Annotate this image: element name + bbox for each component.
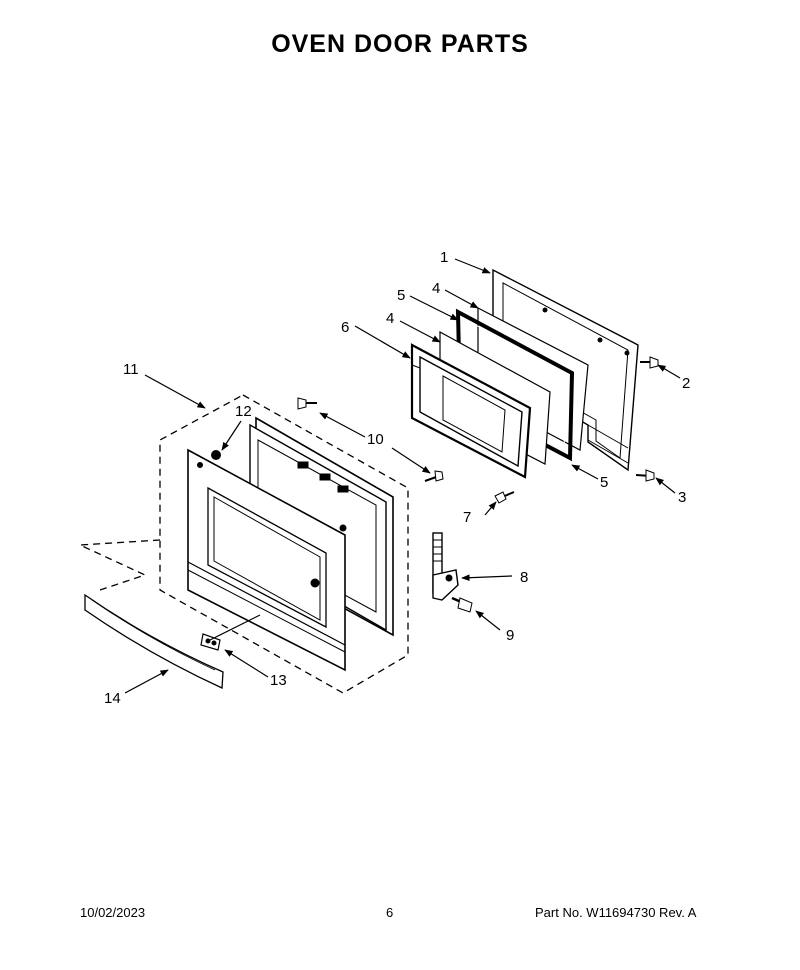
page-title: OVEN DOOR PARTS bbox=[271, 30, 529, 58]
handle-part bbox=[84, 593, 224, 689]
screw-part-3 bbox=[635, 469, 655, 482]
screw-part-10-top bbox=[297, 397, 317, 410]
screw-part-7 bbox=[494, 491, 515, 504]
callout-3: 3 bbox=[678, 489, 686, 506]
door-assembly-outline bbox=[79, 394, 409, 694]
callout-12: 12 bbox=[235, 403, 252, 420]
screw-part-9 bbox=[451, 596, 473, 613]
screw-part-2 bbox=[640, 356, 659, 369]
callout-10: 10 bbox=[367, 431, 384, 448]
callout-7: 7 bbox=[463, 509, 471, 526]
screw-part-10-bottom bbox=[424, 470, 444, 482]
callout-5-top: 5 bbox=[397, 287, 405, 304]
callout-13: 13 bbox=[270, 672, 287, 689]
hinge-part bbox=[432, 532, 459, 601]
callout-8: 8 bbox=[520, 569, 528, 586]
leader-lines bbox=[124, 258, 681, 694]
callout-labels: 1 2 3 4 4 5 5 6 7 8 9 10 11 12 13 14 bbox=[104, 249, 690, 707]
callout-4-mid: 4 bbox=[386, 310, 394, 327]
callout-9: 9 bbox=[506, 627, 514, 644]
outer-door-panel bbox=[187, 448, 346, 672]
window-frame-part bbox=[410, 343, 532, 479]
plug-part bbox=[211, 450, 221, 460]
callout-4-top: 4 bbox=[432, 280, 440, 297]
callout-5-bottom: 5 bbox=[600, 474, 608, 491]
callout-6: 6 bbox=[341, 319, 349, 336]
callout-14: 14 bbox=[104, 690, 121, 707]
footer-part-number: Part No. W11694730 Rev. A bbox=[535, 905, 697, 920]
footer-page-number: 6 bbox=[386, 905, 394, 920]
footer-date: 10/02/2023 bbox=[80, 905, 146, 920]
callout-1: 1 bbox=[440, 249, 448, 266]
callout-11: 11 bbox=[123, 361, 139, 378]
callout-2: 2 bbox=[682, 375, 690, 392]
